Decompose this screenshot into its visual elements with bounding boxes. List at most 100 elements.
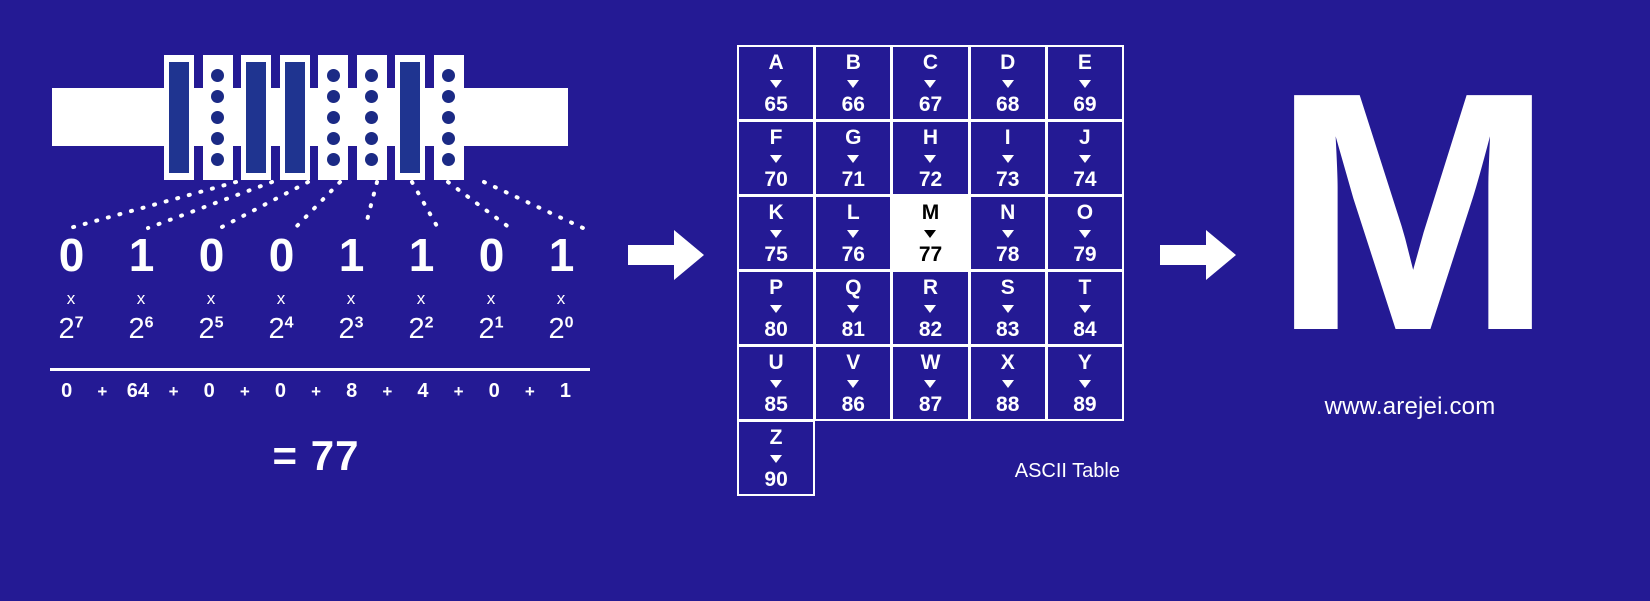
- punch-hole: [211, 111, 225, 124]
- ascii-code: 90: [764, 467, 788, 491]
- leader-line-4: [363, 180, 379, 230]
- multiply-symbol: x: [66, 289, 76, 308]
- ascii-code: 89: [1073, 392, 1097, 416]
- punch-hole: [365, 132, 379, 145]
- ascii-letter: Y: [1077, 350, 1092, 374]
- down-triangle-icon: [924, 154, 937, 163]
- down-triangle-icon: [924, 379, 937, 388]
- power-of-two: 23: [338, 313, 364, 345]
- ascii-cell-Z[interactable]: Z 90: [737, 420, 816, 496]
- multiply-symbol: x: [556, 289, 566, 308]
- ascii-letter: Z: [769, 425, 783, 449]
- down-triangle-icon: [1001, 79, 1014, 88]
- ascii-cell-G[interactable]: G 71: [814, 120, 893, 196]
- leader-line-5: [410, 180, 440, 230]
- ascii-letter: S: [1000, 275, 1015, 299]
- tape-band: [52, 88, 568, 146]
- tape-column-2: [241, 55, 272, 180]
- ascii-letter: G: [845, 125, 862, 149]
- punch-hole: [365, 69, 379, 82]
- multiply-symbol: x: [136, 289, 146, 308]
- ascii-cell-Y[interactable]: Y 89: [1045, 345, 1124, 421]
- product-value-2: 0: [203, 380, 215, 402]
- ascii-letter: L: [846, 200, 860, 224]
- down-triangle-icon: [1078, 229, 1091, 238]
- down-triangle-icon: [1001, 229, 1014, 238]
- punch-hole: [442, 90, 456, 103]
- tape-column-group: [164, 55, 464, 180]
- power-of-two: 27: [58, 313, 84, 345]
- ascii-code: 75: [764, 242, 788, 266]
- ascii-letter: Q: [845, 275, 862, 299]
- punch-hole: [326, 90, 340, 103]
- down-triangle-icon: [770, 379, 783, 388]
- down-triangle-icon: [770, 154, 783, 163]
- power-of-two: 24: [268, 313, 294, 345]
- down-triangle-icon: [847, 154, 860, 163]
- bit-digit: 1: [548, 229, 575, 281]
- ascii-letter: W: [920, 350, 941, 374]
- ascii-letter: X: [1000, 350, 1015, 374]
- ascii-table-caption: ASCII Table: [1014, 460, 1120, 482]
- result-letter: M: [1271, 22, 1554, 402]
- leader-line-6: [446, 180, 512, 230]
- punch-hole: [442, 69, 456, 82]
- ascii-letter: A: [768, 50, 784, 74]
- ascii-letter: J: [1079, 125, 1091, 149]
- ascii-cell-S[interactable]: S 83: [968, 270, 1047, 346]
- ascii-letter: D: [1000, 50, 1016, 74]
- leader-lines: [40, 178, 600, 238]
- down-triangle-icon: [770, 229, 783, 238]
- tape-column-3: [279, 55, 310, 180]
- ascii-cell-empty: [969, 420, 1047, 496]
- punch-hole: [365, 90, 379, 103]
- plus-symbol: +: [382, 381, 393, 401]
- ascii-code: 88: [996, 392, 1020, 416]
- ascii-code: 83: [996, 317, 1020, 341]
- punch-hole: [442, 111, 456, 124]
- ascii-code: 87: [918, 392, 943, 416]
- product-value-4: 8: [346, 380, 358, 402]
- ascii-code: 72: [918, 167, 943, 191]
- down-triangle-icon: [924, 304, 937, 313]
- ascii-code: 71: [841, 167, 865, 191]
- ascii-letter: R: [922, 275, 939, 299]
- ascii-cell-X[interactable]: X 88: [968, 345, 1047, 421]
- ascii-cell-W[interactable]: W 87: [891, 345, 970, 421]
- tape-column-0: [164, 55, 194, 180]
- ascii-cell-empty: [891, 420, 969, 496]
- down-triangle-icon: [1078, 304, 1091, 313]
- ascii-letter: H: [922, 125, 939, 149]
- punch-hole: [326, 132, 340, 145]
- leader-line-7: [482, 180, 585, 230]
- product-value-6: 0: [488, 380, 500, 402]
- plus-symbol: +: [239, 381, 250, 401]
- down-triangle-icon: [847, 304, 860, 313]
- ascii-letter: E: [1077, 50, 1092, 74]
- ascii-cell-H[interactable]: H 72: [891, 120, 970, 196]
